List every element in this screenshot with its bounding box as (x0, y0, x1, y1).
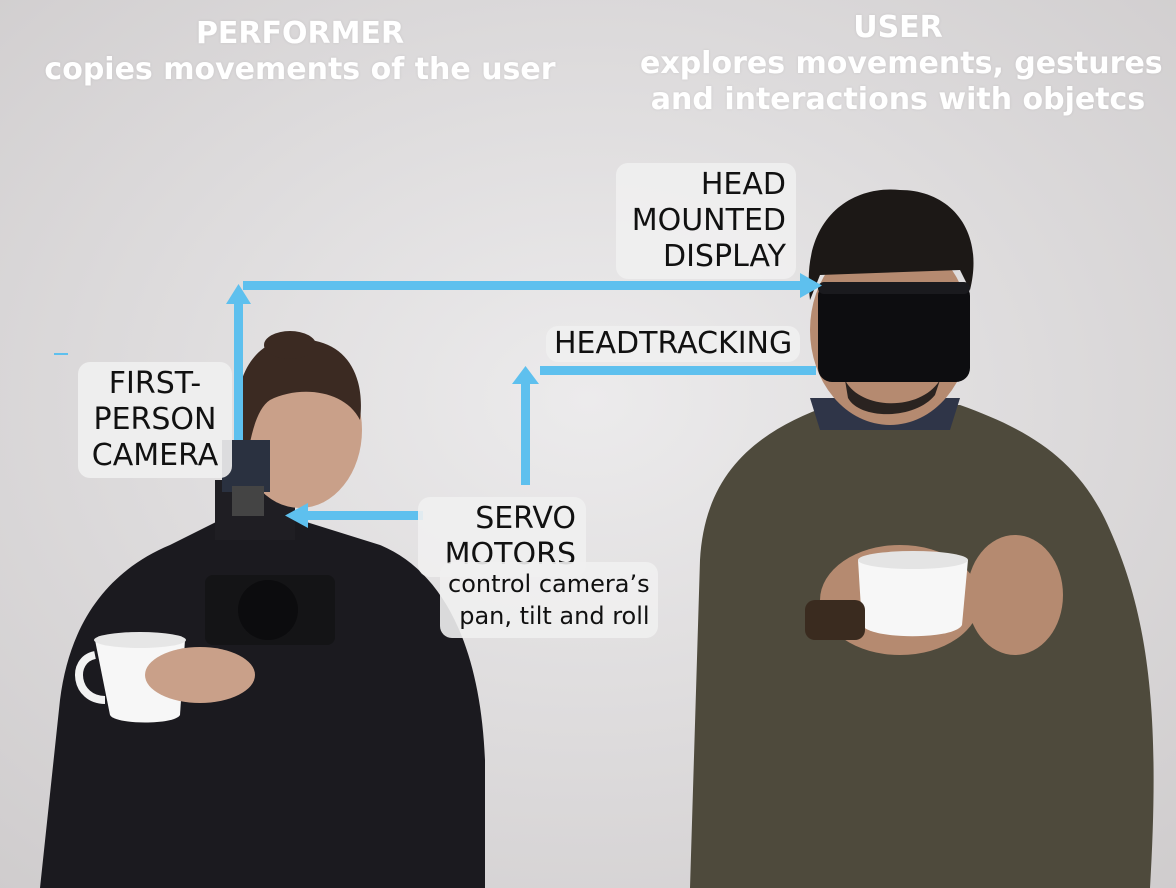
hmd-label: HEAD MOUNTED DISPLAY (616, 163, 796, 279)
arrow-servo-up (521, 380, 530, 485)
user-heading: USER explores movements, gestures and in… (640, 10, 1163, 118)
arrow-servo-to-camera (305, 511, 423, 520)
performer-subtitle: copies movements of the user (44, 52, 556, 87)
servo-label-line: SERVO (475, 501, 576, 536)
signal-arrows (226, 273, 822, 528)
mark-dash (54, 353, 68, 355)
arrow-headtracking (540, 366, 816, 375)
user-figure (690, 189, 1154, 888)
arrow-camera-up (234, 300, 243, 440)
camera-label: FIRST- PERSON CAMERA (78, 362, 232, 478)
headtracking-label-text: HEADTRACKING (554, 326, 793, 361)
servo-note: control camera’s pan, tilt and roll (440, 562, 658, 638)
camera-label-line: CAMERA (91, 438, 219, 473)
camera-label-line: FIRST- (108, 366, 202, 401)
servo-note-line: pan, tilt and roll (459, 602, 650, 630)
performer-heading: PERFORMER copies movements of the user (40, 16, 560, 88)
user-title: USER (853, 10, 943, 45)
arrow-camera-to-hmd (243, 281, 803, 290)
performer-figure (40, 331, 485, 888)
performer-title: PERFORMER (195, 16, 405, 51)
camera-label-line: PERSON (93, 402, 217, 437)
hmd-label-line: DISPLAY (662, 239, 786, 274)
headtracking-label: HEADTRACKING (546, 326, 801, 362)
user-subtitle-line1: explores movements, gestures (640, 46, 1163, 81)
hmd-label-line: MOUNTED (631, 203, 786, 238)
servo-note-line: control camera’s (448, 570, 650, 598)
hmd-label-line: HEAD (700, 167, 786, 202)
user-subtitle-line2: and interactions with objetcs (650, 82, 1146, 117)
